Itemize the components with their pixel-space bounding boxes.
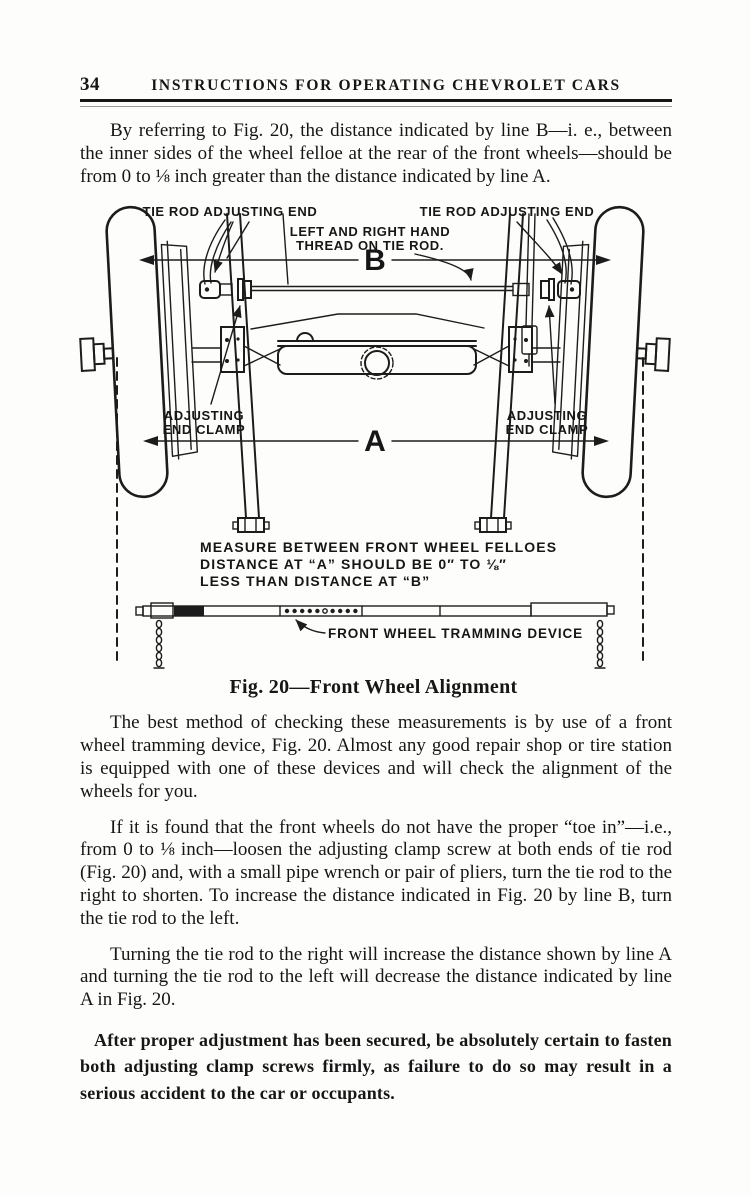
label-thread-line1: LEFT AND RIGHT HAND [290, 224, 450, 239]
running-header-title: INSTRUCTIONS FOR OPERATING CHEVROLET CAR… [151, 77, 621, 94]
paragraph-toe-in: If it is found that the front wheels do … [80, 816, 672, 929]
paragraph-turning: Turning the tie rod to the right will in… [80, 943, 672, 1011]
label-thread-line2: THREAD ON TIE ROD. [296, 238, 444, 253]
label-tie-rod-adjusting-end-right: TIE ROD ADJUSTING END [420, 204, 595, 219]
tram-chain-left [153, 620, 165, 670]
running-header: 34 INSTRUCTIONS FOR OPERATING CHEVROLET … [80, 74, 672, 96]
leader-arrows [210, 221, 563, 406]
paragraph-warning: After proper adjustment has been secured… [80, 1029, 672, 1103]
figure-caption: Fig. 20—Front Wheel Alignment [229, 676, 518, 699]
label-tie-rod-adjusting-end-left: TIE ROD ADJUSTING END [143, 204, 318, 219]
figure-20: B [75, 200, 672, 699]
front-wheel-alignment-diagram: B [79, 204, 671, 670]
label-adjusting-end-clamp-right-1: ADJUSTING [507, 408, 588, 423]
tram-chain-right [594, 620, 606, 670]
left-wheel [79, 206, 199, 499]
tramming-device: FRONT WHEEL TRAMMING DEVICE [135, 602, 615, 670]
dimension-line-a: A [143, 425, 609, 458]
paragraph-intro: By referring to Fig. 20, the distance in… [80, 120, 672, 187]
right-wheel [551, 206, 671, 499]
note-line3: LESS THAN DISTANCE AT “B” [200, 573, 430, 589]
note-line2: DISTANCE AT “A” SHOULD BE 0″ TO ⅛″ [200, 556, 507, 572]
dimension-line-b: B [139, 244, 611, 277]
label-adjusting-end-clamp-left-2: END CLAMP [163, 422, 246, 437]
label-adjusting-end-clamp-left-1: ADJUSTING [164, 408, 245, 423]
frame-members [226, 213, 538, 534]
measure-note: MEASURE BETWEEN FRONT WHEEL FELLOES DIST… [200, 539, 557, 589]
tram-bar-holes [284, 608, 358, 615]
label-tramming-device: FRONT WHEEL TRAMMING DEVICE [328, 626, 583, 641]
dim-b-label: B [364, 244, 386, 277]
note-line1: MEASURE BETWEEN FRONT WHEEL FELLOES [200, 539, 557, 555]
label-adjusting-end-clamp-right-2: END CLAMP [506, 422, 589, 437]
paragraph-tramming: The best method of checking these measur… [80, 712, 672, 802]
diagram-labels: TIE ROD ADJUSTING END TIE ROD ADJUSTING … [143, 204, 595, 437]
axle-assembly [191, 313, 561, 381]
dim-a-label: A [364, 425, 386, 458]
header-rule [80, 99, 672, 107]
wheel-centerlines [116, 357, 644, 665]
page-number: 34 [80, 74, 100, 95]
